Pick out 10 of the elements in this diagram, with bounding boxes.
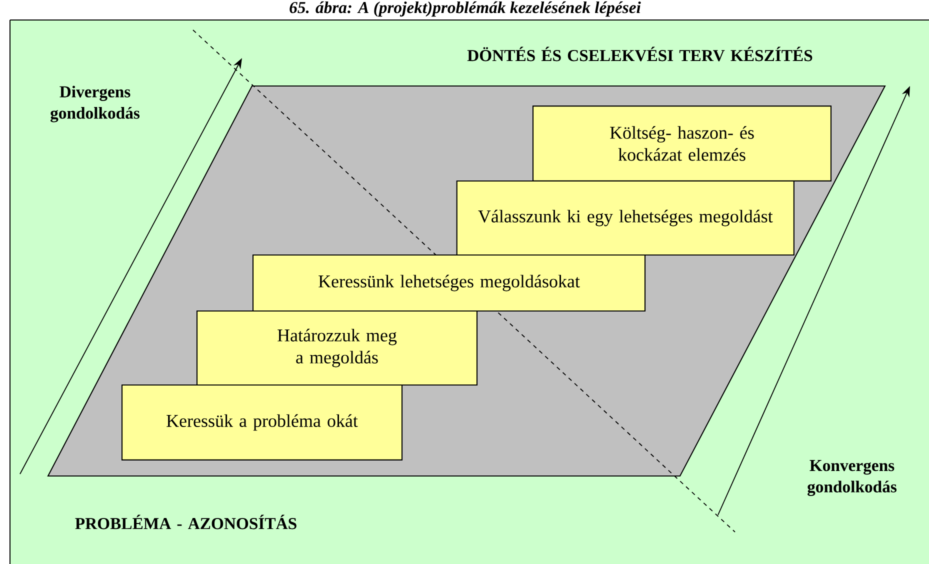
section-heading: PROBLÉMA - AZONOSÍTÁS xyxy=(75,514,296,530)
section-heading: DÖNTÉS ÉS CSELEKVÉSI TERV KÉSZÍTÉS xyxy=(467,46,812,62)
arrow-label: Konvergens gondolkodás xyxy=(808,460,897,496)
step-box: Költség- haszon- és kockázat elemzés xyxy=(532,106,832,182)
step-box: Keressünk lehetséges megoldásokat xyxy=(252,254,646,312)
step-box: Válasszunk ki egy lehetséges megoldást xyxy=(456,180,794,256)
figure-title: 65. ábra: A (projekt)problémák kezelésének lépései xyxy=(290,1,641,17)
arrow-label: Divergens gondolkodás xyxy=(50,86,140,122)
step-box: Keressük a probléma okát xyxy=(121,384,403,460)
step-box: Határozzuk meg a megoldás xyxy=(196,310,478,386)
